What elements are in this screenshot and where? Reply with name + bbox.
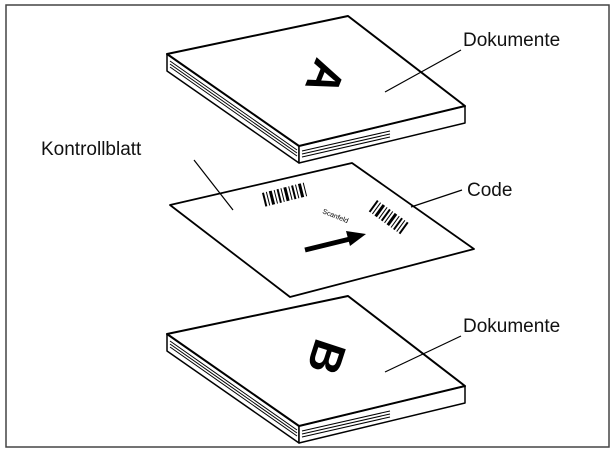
stack-a-page-line [301, 130, 391, 152]
stack-b-page-line [301, 416, 391, 438]
label-control-sheet: Kontrollblatt [41, 139, 142, 160]
control-sheet-face [169, 162, 475, 298]
leader-documents-bottom [384, 335, 462, 373]
leader-documents-top [384, 49, 462, 93]
barcode-right [368, 200, 409, 235]
document-stack-b [166, 295, 466, 444]
stack-b-page-line [169, 346, 298, 437]
control-sheet: Scanfeld [169, 162, 475, 298]
label-documents-bottom: Dokumente [463, 316, 560, 337]
document-stack-a [166, 15, 466, 164]
leader-code [410, 189, 463, 208]
stack-a-page-line [169, 60, 298, 151]
stack-b-page-line [169, 343, 298, 434]
stack-a-page-line [169, 66, 298, 157]
stack-a-page-line [169, 63, 298, 154]
label-code: Code [467, 180, 512, 201]
label-documents-top: Dokumente [463, 30, 560, 51]
stack-b-top-face [166, 295, 466, 427]
feed-direction-arrow-shaft [304, 236, 351, 253]
stack-a-page-line [301, 136, 391, 158]
stack-a-page-line [301, 133, 391, 155]
stack-b-page-line [301, 413, 391, 435]
stack-b-page-line [169, 340, 298, 431]
stack-a-top-face [166, 15, 466, 147]
feed-direction-arrow-head [346, 231, 366, 246]
barcode-left [262, 182, 308, 207]
stack-b-page-line [301, 410, 391, 432]
leader-control-sheet [193, 159, 234, 211]
